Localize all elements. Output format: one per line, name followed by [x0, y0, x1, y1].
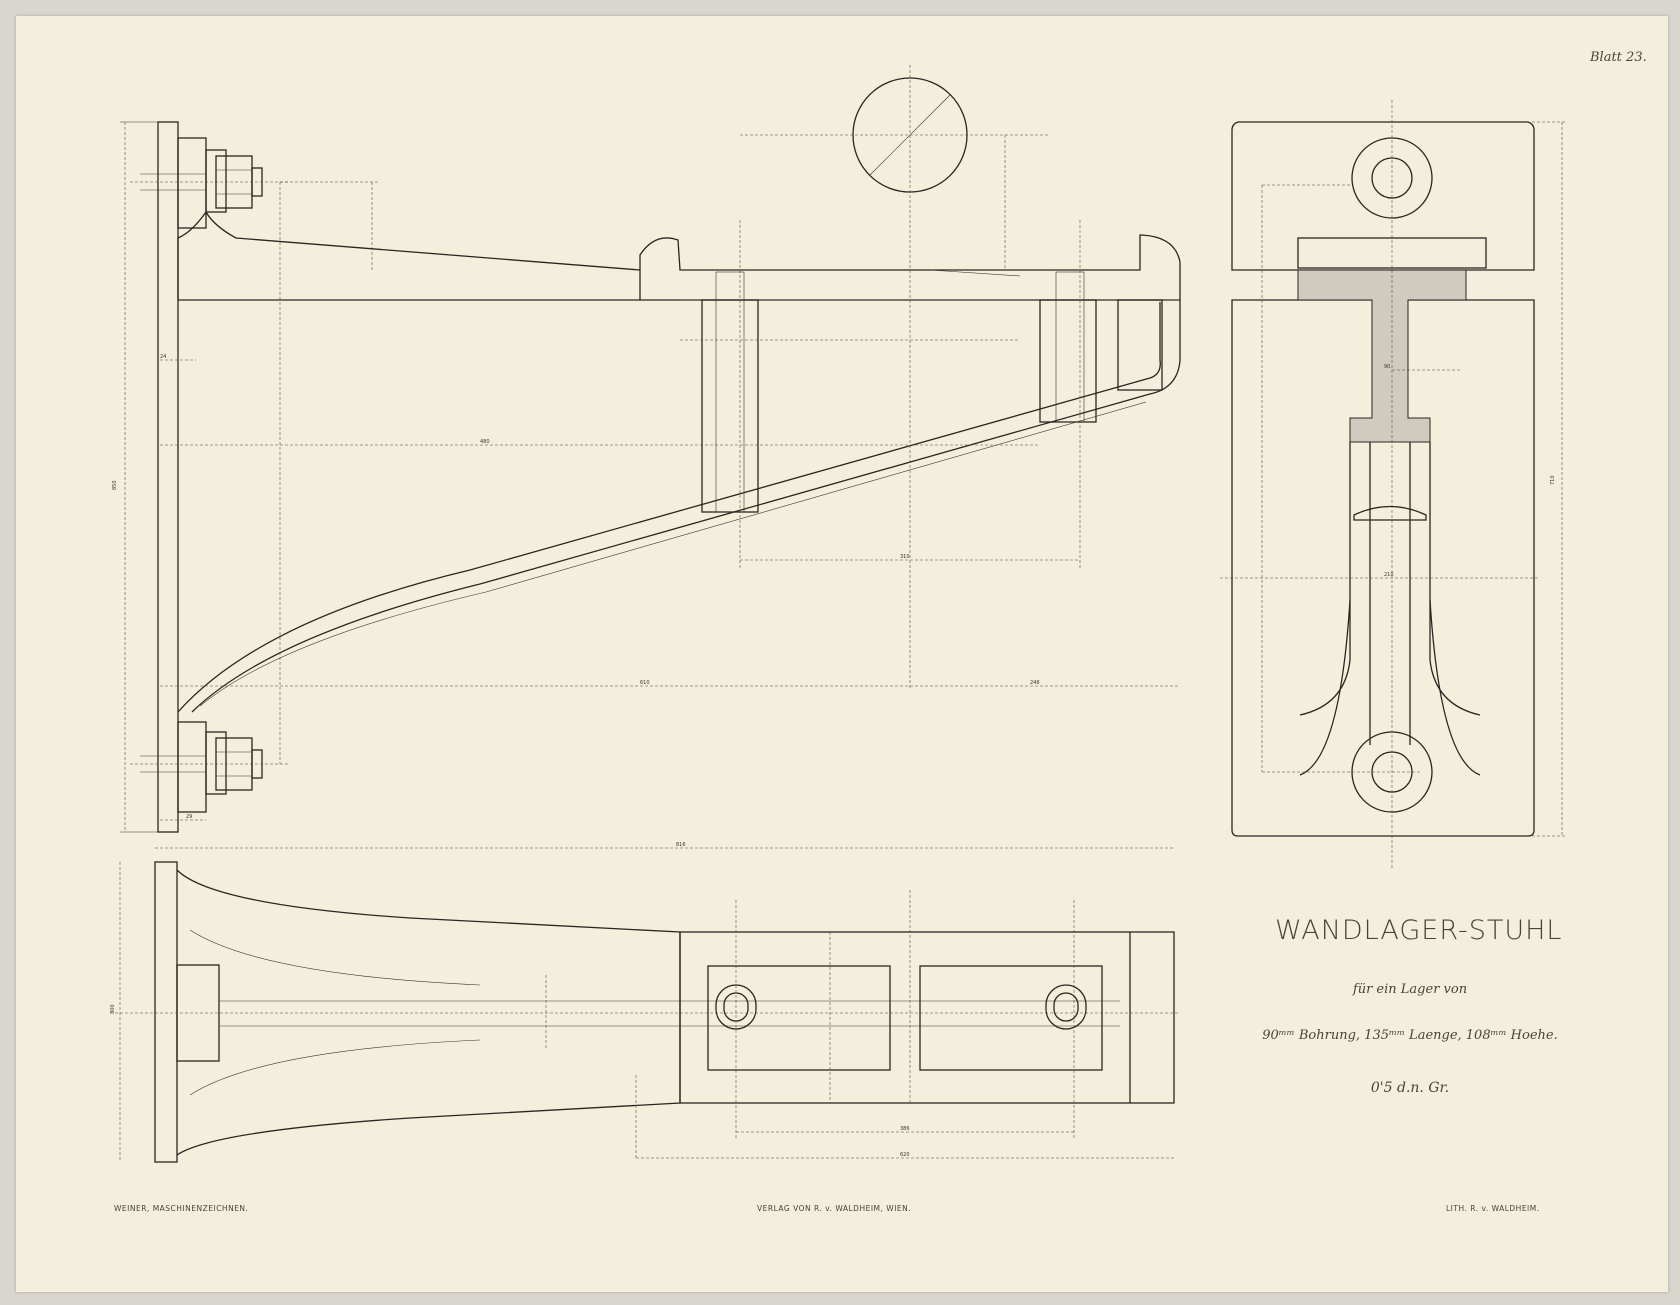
svg-text:850: 850: [112, 480, 118, 490]
slot-right-icon: [1045, 984, 1087, 1030]
svg-text:300: 300: [110, 1004, 116, 1014]
end-view: 710 210 90: [1220, 100, 1566, 870]
svg-text:310: 310: [900, 554, 910, 560]
footer-lithographer: LITH. R. v. WALDHEIM.: [1446, 1204, 1540, 1213]
svg-text:386: 386: [900, 1126, 910, 1132]
footer-publisher: VERLAG VON R. v. WALDHEIM, WIEN.: [757, 1204, 912, 1213]
svg-text:210: 210: [1384, 572, 1394, 578]
top-bolt-icon: [130, 149, 290, 213]
svg-text:246: 246: [1030, 680, 1040, 686]
bottom-bolt-icon: [130, 731, 290, 795]
plate-label: Blatt 23.: [1590, 50, 1647, 65]
drawing-sheet: [16, 16, 1668, 1292]
svg-text:480: 480: [480, 439, 490, 445]
svg-text:710: 710: [1550, 475, 1556, 485]
svg-text:816: 816: [676, 842, 686, 848]
svg-text:29: 29: [186, 814, 192, 820]
plan-view: 816 386 620 300: [110, 842, 1180, 1163]
subtitle-line-1: für ein Lager von: [1352, 982, 1468, 997]
side-elevation-view: 850 480 310 610 246 24 29: [112, 65, 1181, 833]
drawing-title: WANDLAGER-STUHL: [1275, 915, 1563, 946]
svg-text:610: 610: [640, 680, 650, 686]
footer-author: WEINER, MASCHINENZEICHNEN.: [114, 1204, 249, 1213]
svg-text:24: 24: [160, 354, 166, 360]
svg-text:90: 90: [1384, 364, 1390, 370]
svg-text:620: 620: [900, 1152, 910, 1158]
scale-note: 0'5 d.n. Gr.: [1370, 1080, 1450, 1096]
shaft-circle: [740, 65, 1050, 690]
subtitle-line-2: 90ᵐᵐ Bohrung, 135ᵐᵐ Laenge, 108ᵐᵐ Hoehe.: [1262, 1028, 1558, 1043]
